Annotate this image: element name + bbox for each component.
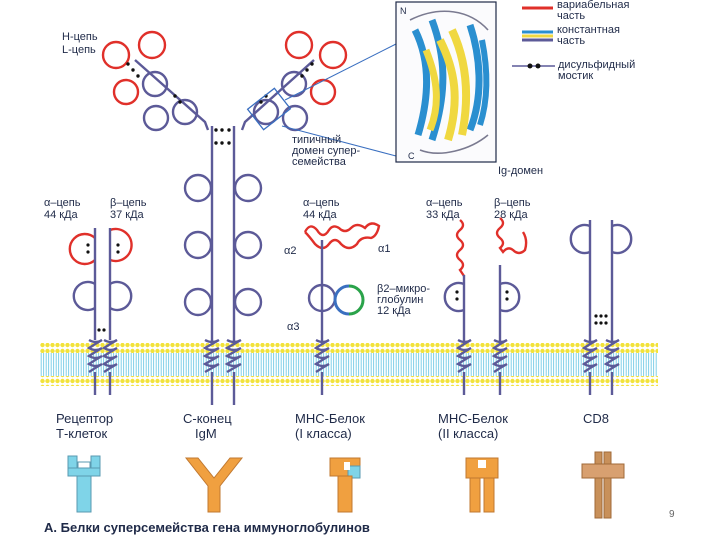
inset-c-label: C bbox=[408, 151, 415, 161]
cd8 bbox=[569, 220, 633, 395]
tcr-icon bbox=[67, 455, 101, 513]
h-chain-label: Н-цепь bbox=[62, 31, 98, 43]
mhc1-icon bbox=[329, 457, 361, 513]
mhc-class-1 bbox=[303, 222, 381, 395]
legend bbox=[512, 6, 555, 69]
disulfide-bridges-igm bbox=[126, 62, 314, 145]
antibody-igm bbox=[101, 30, 348, 405]
mhc1-a1-label: α1 bbox=[378, 243, 391, 255]
l-chain-label: L-цепь bbox=[62, 44, 96, 56]
page-number: 9 bbox=[669, 509, 675, 520]
mhc1-a3-label: α3 bbox=[287, 321, 300, 333]
disulfide-bridges-tcr bbox=[86, 243, 120, 332]
disulfide-bridges-mhc2 bbox=[455, 290, 509, 301]
inset-n-label: N bbox=[400, 6, 407, 16]
mhc1-name-label: МНС-Белок(I класса) bbox=[295, 411, 365, 441]
ig-domain-inset bbox=[395, 1, 497, 163]
antibody-y-icon bbox=[184, 457, 244, 513]
disulfide-bridges-cd8 bbox=[594, 314, 608, 325]
mhc-class-2 bbox=[443, 217, 528, 395]
typical-domain-box bbox=[246, 87, 292, 131]
mhc1-a2-label: α2 bbox=[284, 245, 297, 257]
mhc2-icon bbox=[465, 457, 499, 513]
cell-membrane bbox=[40, 343, 658, 386]
cd8-icon bbox=[581, 451, 625, 519]
cd8-name-label: CD8 bbox=[583, 411, 610, 426]
tcr-receptor bbox=[68, 227, 133, 395]
figure-caption: A. Белки суперсемейства гена иммуноглобу… bbox=[44, 520, 370, 535]
ig-domain-label: Ig-домен bbox=[498, 165, 544, 177]
typical-domain-label: типичный домен супер- семейства bbox=[292, 134, 361, 168]
mhc2-name-label: МНС-Белок(II класса) bbox=[438, 411, 508, 441]
